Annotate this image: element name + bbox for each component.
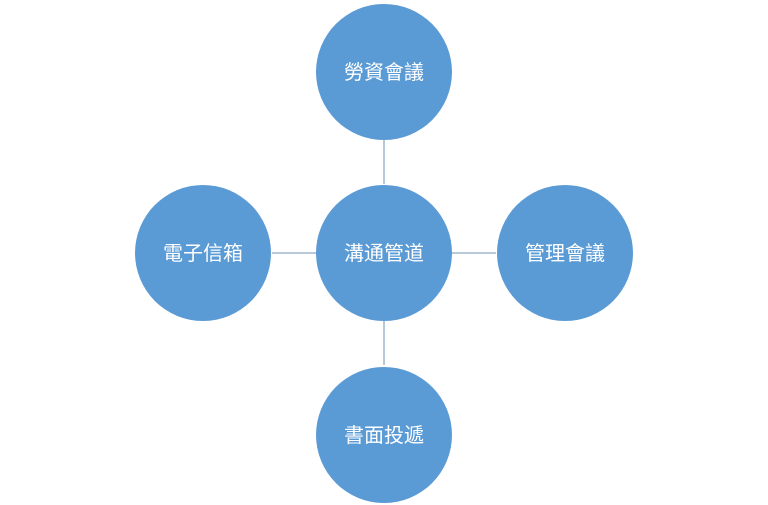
node-top-label: 勞資會議	[344, 60, 424, 84]
node-center: 溝通管道	[316, 185, 452, 321]
node-bottom: 書面投遞	[316, 367, 452, 503]
node-center-circle	[316, 185, 452, 321]
node-right-label: 管理會議	[525, 241, 605, 265]
node-left-circle	[135, 185, 271, 321]
node-top: 勞資會議	[316, 4, 452, 140]
node-bottom-label: 書面投遞	[344, 423, 424, 447]
node-left-label: 電子信箱	[163, 241, 243, 265]
node-right-circle	[497, 185, 633, 321]
node-center-label: 溝通管道	[344, 241, 424, 265]
node-right: 管理會議	[497, 185, 633, 321]
node-top-circle	[316, 4, 452, 140]
node-left: 電子信箱	[135, 185, 271, 321]
node-bottom-circle	[316, 367, 452, 503]
